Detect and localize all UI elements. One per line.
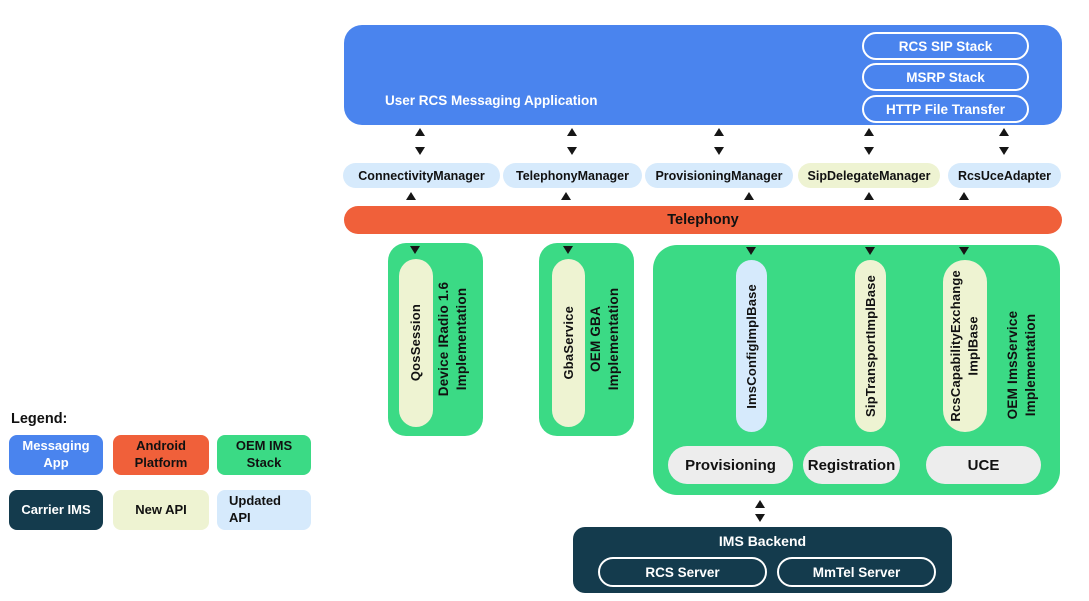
msrp-stack-pill: MSRP Stack (862, 63, 1029, 91)
arrow-up-icon (999, 128, 1009, 136)
rcs-capability-exchange-capsule: RcsCapabilityExchange ImplBase (943, 260, 987, 432)
ims-config-impl-base-label: ImsConfigImplBase (743, 283, 759, 409)
gba-service-capsule: GbaService (552, 259, 585, 427)
telephony-bar: Telephony (344, 206, 1062, 234)
arrow-up-icon (755, 500, 765, 508)
qos-session-capsule: QosSession (399, 259, 433, 427)
legend-title: Legend: (11, 411, 68, 427)
arrow-down-icon (410, 246, 420, 254)
sip-delegate-manager-pill: SipDelegateManager (798, 163, 940, 188)
arrow-up-icon (864, 128, 874, 136)
http-file-transfer-pill: HTTP File Transfer (862, 95, 1029, 123)
device-iradio-box: QosSession Device IRadio 1.6 Implementat… (388, 243, 483, 436)
rcs-sip-stack-pill: RCS SIP Stack (862, 32, 1029, 60)
registration-pill: Registration (803, 446, 900, 484)
rcs-server-pill: RCS Server (598, 557, 767, 587)
mmtel-server-pill: MmTel Server (777, 557, 936, 587)
arrow-down-icon (567, 147, 577, 155)
oem-gba-caption: OEM GBA Implementation (588, 287, 621, 391)
legend-new-api: New API (113, 490, 209, 530)
arrow-down-icon (999, 147, 1009, 155)
arrow-down-icon (864, 147, 874, 155)
legend-messaging-app: Messaging App (9, 435, 103, 475)
arrow-down-icon (959, 247, 969, 255)
arrow-down-icon (865, 247, 875, 255)
telephony-manager-pill: TelephonyManager (503, 163, 642, 188)
connectivity-manager-pill: ConnectivityManager (343, 163, 500, 188)
arrow-down-icon (714, 147, 724, 155)
qos-session-label: QosSession (408, 304, 424, 382)
sip-transport-impl-base-capsule: SipTransportImplBase (855, 260, 886, 432)
ims-backend-box: IMS Backend RCS Server MmTel Server (573, 527, 952, 593)
device-iradio-caption: Device IRadio 1.6 Implementation (436, 281, 469, 397)
arrow-up-icon (406, 192, 416, 200)
ims-backend-title: IMS Backend (718, 533, 807, 549)
arrow-up-icon (561, 192, 571, 200)
uce-pill: UCE (926, 446, 1041, 484)
provisioning-pill: Provisioning (668, 446, 793, 484)
arrow-up-icon (415, 128, 425, 136)
arrow-down-icon (755, 514, 765, 522)
ims-config-impl-base-capsule: ImsConfigImplBase (736, 260, 767, 432)
sip-transport-impl-base-label: SipTransportImplBase (862, 275, 878, 417)
user-rcs-messaging-application-box: User RCS Messaging Application RCS SIP S… (344, 25, 1062, 125)
legend-updated-api: Updated API (217, 490, 311, 530)
arrow-up-icon (959, 192, 969, 200)
arrow-up-icon (714, 128, 724, 136)
rcs-capability-exchange-label: RcsCapabilityExchange ImplBase (948, 270, 981, 422)
arrow-down-icon (746, 247, 756, 255)
arrow-down-icon (415, 147, 425, 155)
provisioning-manager-pill: ProvisioningManager (645, 163, 793, 188)
arrow-up-icon (864, 192, 874, 200)
gba-service-label: GbaService (560, 306, 576, 380)
legend-android-platform: Android Platform (113, 435, 209, 475)
oem-ims-service-box: ImsConfigImplBase SipTransportImplBase R… (653, 245, 1060, 495)
user-rcs-app-title: User RCS Messaging Application (385, 93, 598, 108)
legend-carrier-ims: Carrier IMS (9, 490, 103, 530)
oem-gba-box: GbaService OEM GBA Implementation (539, 243, 634, 436)
arrow-up-icon (567, 128, 577, 136)
rcs-uce-adapter-pill: RcsUceAdapter (948, 163, 1061, 188)
oem-ims-service-caption: OEM ImsService Implementation (1005, 310, 1038, 420)
arrow-down-icon (563, 246, 573, 254)
arrow-up-icon (744, 192, 754, 200)
legend-oem-ims-stack: OEM IMS Stack (217, 435, 311, 475)
